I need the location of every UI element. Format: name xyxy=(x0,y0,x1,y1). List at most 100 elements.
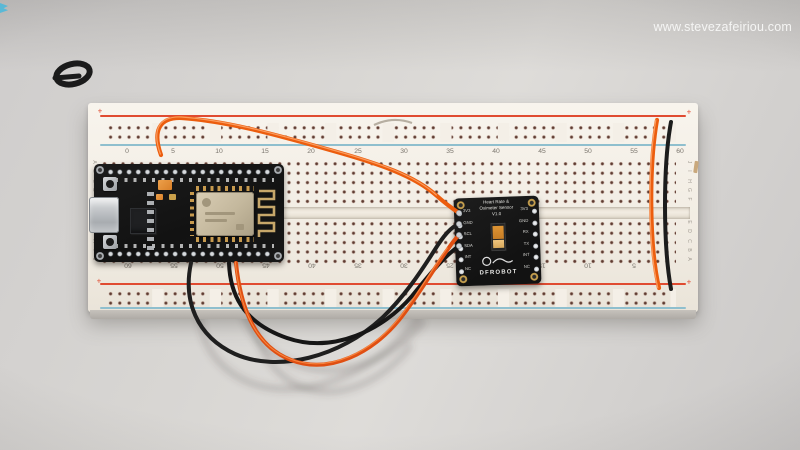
esp-module-pads xyxy=(196,237,254,242)
smd-component xyxy=(169,194,176,200)
module-pin-pad xyxy=(458,257,464,263)
max30102-sensor xyxy=(490,222,507,252)
bottom-negative-rail-line xyxy=(100,307,686,309)
bottom-positive-rail-line xyxy=(100,283,686,285)
module-pin-pad xyxy=(456,211,462,217)
module-pin-pad xyxy=(456,222,463,228)
mounting-pad xyxy=(459,275,468,284)
row-letter-right: B xyxy=(686,248,693,252)
esp-module-pads xyxy=(196,186,254,191)
pin-labels-bottom xyxy=(106,244,274,248)
module-pin-pad xyxy=(531,208,537,214)
module-pin-label: RX xyxy=(522,229,529,235)
bottom-rail-holes xyxy=(106,289,676,308)
mounting-pad xyxy=(530,272,539,281)
column-number-bottom: 55 xyxy=(170,261,178,270)
column-number-top: 40 xyxy=(492,147,500,155)
module-pin-pad xyxy=(457,246,463,252)
row-letter-right: E xyxy=(686,220,693,224)
nodemcu-esp8266-board xyxy=(89,164,284,262)
row-letter-right: D xyxy=(686,229,693,234)
module-title-line2: Oximeter Sensor xyxy=(479,204,514,211)
pin-header-bottom xyxy=(106,250,274,258)
shield-text-line xyxy=(205,212,235,215)
column-number-top: 0 xyxy=(125,147,129,155)
column-number-bottom: 60 xyxy=(124,261,132,270)
column-number-top: 55 xyxy=(630,147,638,155)
pin-header-top xyxy=(106,168,274,176)
module-pin-label: 3V3 xyxy=(462,208,471,214)
module-pin-label: NC xyxy=(464,266,472,272)
stevezafeiriou-logo-icon xyxy=(52,60,93,88)
module-version: V1.0 xyxy=(491,210,502,217)
column-number-top: 20 xyxy=(307,147,316,155)
module-pin-label: INT xyxy=(464,254,472,260)
top-positive-rail-line xyxy=(100,115,686,117)
column-number-top: 30 xyxy=(399,147,408,155)
shield-text-line xyxy=(205,219,227,222)
module-pin-label: 3V3 xyxy=(520,206,528,212)
mounting-hole xyxy=(96,252,104,260)
module-pin-pad xyxy=(531,220,537,226)
column-number-top: 5 xyxy=(171,147,175,155)
mounting-pad xyxy=(527,198,536,207)
column-number-bottom: 45 xyxy=(262,261,270,270)
esp8266-metal-shield xyxy=(196,192,254,236)
pin-labels-top xyxy=(106,178,274,182)
column-number-bottom: 35 xyxy=(354,261,362,270)
pcb-antenna xyxy=(257,189,276,237)
mounting-hole xyxy=(274,166,282,174)
column-number-top: 50 xyxy=(584,147,592,155)
sensor-window xyxy=(492,239,505,249)
column-number-top: 10 xyxy=(215,147,223,155)
row-letter-right: F xyxy=(686,197,693,201)
row-letter-right: C xyxy=(686,238,693,243)
smd-component xyxy=(158,180,172,190)
corner-artifact-icon xyxy=(0,3,8,13)
row-letter-right: I xyxy=(686,170,693,172)
module-pin-pad xyxy=(458,269,464,275)
module-pin-label: SCL xyxy=(463,231,472,237)
column-number-top: 25 xyxy=(353,147,362,155)
row-letter-right: A xyxy=(686,257,693,261)
shield-logo xyxy=(202,198,211,207)
top-rail-holes xyxy=(106,123,676,142)
smd-component-column xyxy=(147,192,154,250)
column-number-bottom: 30 xyxy=(400,261,408,270)
sensor-led xyxy=(492,225,504,240)
module-pin-pad xyxy=(533,266,539,272)
column-number-bottom: 5 xyxy=(632,261,636,270)
row-letter-right: G xyxy=(686,187,693,192)
website-watermark: www.stevezafeiriou.com xyxy=(653,20,792,34)
mounting-hole xyxy=(96,166,104,174)
module-pin-label: NC xyxy=(523,264,530,270)
module-pin-label: INT xyxy=(522,252,530,258)
plus-mark: + xyxy=(97,107,103,116)
column-number-top: 45 xyxy=(538,147,546,155)
top-negative-rail-line xyxy=(100,144,686,146)
module-pin-pad xyxy=(457,234,463,240)
shield-text-line xyxy=(236,224,244,230)
smd-component xyxy=(156,194,163,200)
column-number-top: 60 xyxy=(676,147,684,155)
esp-module-pads xyxy=(190,192,194,236)
row-letter-right: H xyxy=(686,178,693,183)
module-pin-label: SDA xyxy=(464,243,473,249)
column-number-bottom: 40 xyxy=(308,261,316,270)
micro-usb-port xyxy=(89,197,119,233)
module-brand: DFROBOT xyxy=(479,268,518,277)
column-number-top: 15 xyxy=(261,147,270,155)
column-number-bottom: 10 xyxy=(584,261,592,270)
module-pin-label: GND xyxy=(463,220,473,225)
plus-mark: + xyxy=(686,108,692,117)
module-pin-pad xyxy=(532,243,538,249)
reset-button xyxy=(103,177,117,191)
plus-mark: + xyxy=(96,277,102,286)
column-number-bottom: 50 xyxy=(216,261,224,270)
module-pin-pad xyxy=(533,254,539,261)
flash-button xyxy=(103,235,117,249)
dfrobot-logo-doodle xyxy=(482,256,514,266)
plus-mark: + xyxy=(686,278,692,287)
column-number-top: 35 xyxy=(445,147,454,155)
